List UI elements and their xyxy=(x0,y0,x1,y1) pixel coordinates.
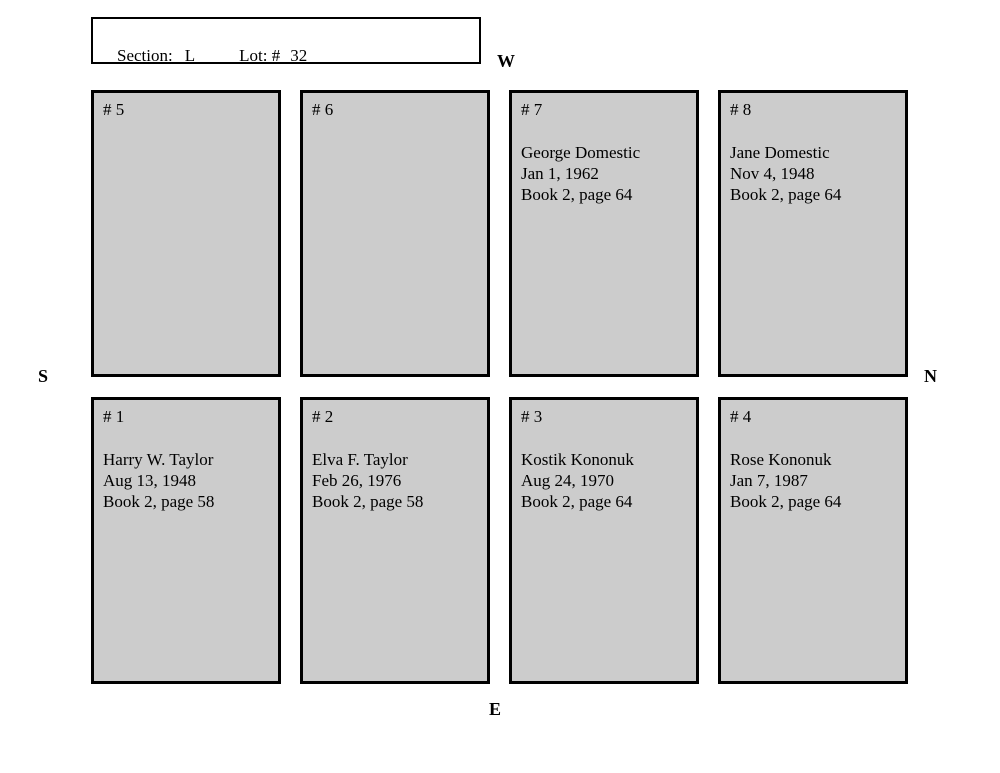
lot-label: Lot: # xyxy=(239,46,281,65)
plot-2: # 2 Elva F. Taylor Feb 26, 1976 Book 2, … xyxy=(300,397,490,684)
compass-east-label: E xyxy=(489,699,502,719)
occupant-date: Aug 13, 1948 xyxy=(103,471,197,490)
section-label: Section: xyxy=(117,46,173,65)
record-book-ref: Book 2, page 58 xyxy=(103,492,215,511)
plot-record: Elva F. Taylor Feb 26, 1976 Book 2, page… xyxy=(312,449,479,512)
plot-record: Kostik Kononuk Aug 24, 1970 Book 2, page… xyxy=(521,449,688,512)
plot-1: # 1 Harry W. Taylor Aug 13, 1948 Book 2,… xyxy=(91,397,281,684)
plot-record: Jane Domestic Nov 4, 1948 Book 2, page 6… xyxy=(730,142,897,205)
plot-number: # 1 xyxy=(103,407,125,426)
occupant-date: Aug 24, 1970 xyxy=(521,471,615,490)
plot-number: # 2 xyxy=(312,407,334,426)
plot-number: # 3 xyxy=(521,407,543,426)
plot-7: # 7 George Domestic Jan 1, 1962 Book 2, … xyxy=(509,90,699,377)
record-book-ref: Book 2, page 64 xyxy=(730,185,842,204)
occupant-date xyxy=(103,163,270,184)
plot-number: # 4 xyxy=(730,407,752,426)
record-book-ref: Book 2, page 58 xyxy=(312,492,424,511)
plot-record: Harry W. Taylor Aug 13, 1948 Book 2, pag… xyxy=(103,449,270,512)
compass-north-label: N xyxy=(924,366,937,386)
plot-record: George Domestic Jan 1, 1962 Book 2, page… xyxy=(521,142,688,205)
plot-4: # 4 Rose Kononuk Jan 7, 1987 Book 2, pag… xyxy=(718,397,908,684)
occupant-name: Elva F. Taylor xyxy=(312,450,408,469)
plot-number: # 7 xyxy=(521,100,543,119)
plot-number: # 8 xyxy=(730,100,752,119)
occupant-name: Harry W. Taylor xyxy=(103,450,214,469)
occupant-name xyxy=(312,142,479,163)
plot-3: # 3 Kostik Kononuk Aug 24, 1970 Book 2, … xyxy=(509,397,699,684)
plot-number: # 6 xyxy=(312,100,334,119)
plot-6: # 6 xyxy=(300,90,490,377)
record-book-ref xyxy=(312,184,479,205)
section-value: L xyxy=(184,46,196,65)
record-book-ref: Book 2, page 64 xyxy=(521,185,633,204)
occupant-name xyxy=(103,142,270,163)
occupant-date: Jan 7, 1987 xyxy=(730,471,808,490)
occupant-date: Feb 26, 1976 xyxy=(312,471,402,490)
record-book-ref xyxy=(103,184,270,205)
lot-value: 32 xyxy=(290,46,308,65)
compass-west-label: W xyxy=(497,51,515,71)
occupant-name: Jane Domestic xyxy=(730,143,830,162)
occupant-name: George Domestic xyxy=(521,143,641,162)
lot-header: Section: L Lot: # 32 xyxy=(91,17,481,65)
record-book-ref: Book 2, page 64 xyxy=(521,492,633,511)
plot-record: Rose Kononuk Jan 7, 1987 Book 2, page 64 xyxy=(730,449,897,512)
plot-number: # 5 xyxy=(103,100,125,119)
occupant-date xyxy=(312,163,479,184)
plot-8: # 8 Jane Domestic Nov 4, 1948 Book 2, pa… xyxy=(718,90,908,377)
occupant-name: Rose Kononuk xyxy=(730,450,832,469)
plot-record xyxy=(103,142,270,205)
plot-5: # 5 xyxy=(91,90,281,377)
occupant-name: Kostik Kononuk xyxy=(521,450,634,469)
record-book-ref: Book 2, page 64 xyxy=(730,492,842,511)
compass-south-label: S xyxy=(38,366,49,386)
occupant-date: Jan 1, 1962 xyxy=(521,164,599,183)
occupant-date: Nov 4, 1948 xyxy=(730,164,815,183)
plot-record xyxy=(312,142,479,205)
